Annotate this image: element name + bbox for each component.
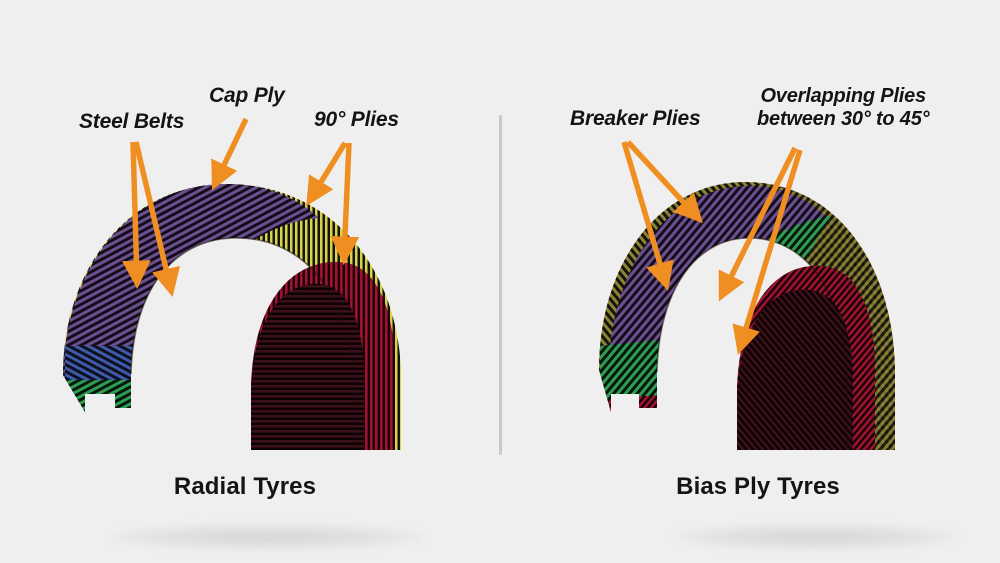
label-cap-ply: Cap Ply	[209, 84, 285, 107]
panel-divider	[499, 115, 502, 455]
label-breaker-plies: Breaker Plies	[570, 107, 701, 130]
bias-lower-band	[603, 388, 737, 450]
radial-steel-belts	[63, 346, 207, 422]
label-steel-belts: Steel Belts	[79, 110, 185, 133]
bias-tyre-illustration	[585, 150, 925, 460]
bias-floor-shadow	[672, 524, 960, 550]
radial-floor-shadow	[108, 524, 426, 550]
radial-sidewall-bands	[65, 418, 219, 450]
caption-bias-ply-tyres: Bias Ply Tyres	[676, 473, 840, 500]
radial-tyre-illustration	[55, 150, 445, 460]
bias-carcass	[737, 265, 875, 450]
caption-radial-tyres: Radial Tyres	[173, 473, 317, 500]
label-overlapping-plies: Overlapping Plies between 30° to 45°	[757, 85, 930, 130]
label-90-plies: 90° Plies	[314, 108, 399, 131]
radial-carcass	[251, 261, 395, 450]
